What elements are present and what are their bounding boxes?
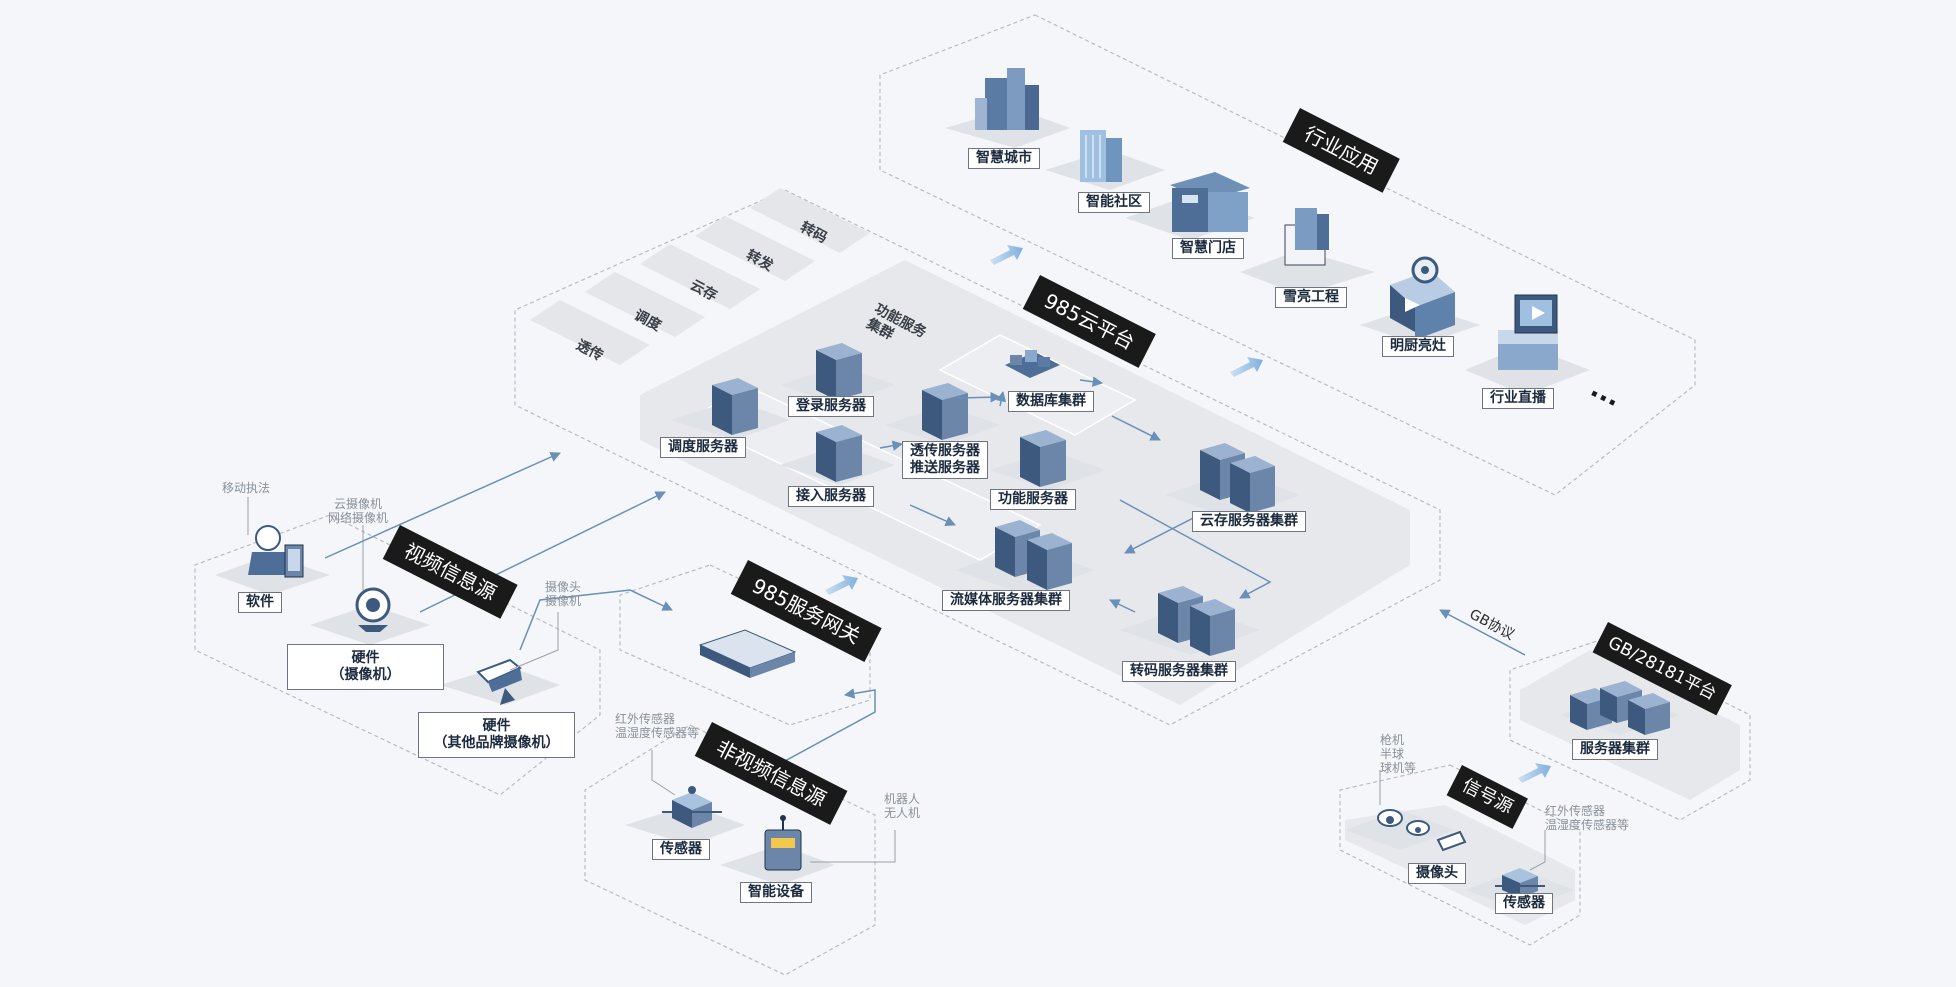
function-server-icon	[1020, 430, 1066, 487]
store-icon	[1170, 172, 1250, 232]
label-nonvideo-sensor: 传感器	[652, 839, 710, 860]
gb-servers-icon	[1570, 681, 1670, 735]
kitchen-screen-icon	[1390, 256, 1455, 340]
signal-region-outline	[1339, 764, 1581, 946]
community-building-icon	[1080, 130, 1122, 182]
note-camera-types: 枪机 半球 球机等	[1380, 733, 1417, 775]
stream-media-servers-icon	[995, 520, 1072, 590]
fat-arrows	[825, 245, 1551, 783]
label-dispatch-server: 调度服务器	[660, 437, 746, 458]
live-laptop-icon	[1498, 294, 1558, 370]
dispatch-server-icon	[712, 378, 758, 435]
note-mobile-enforcement: 移动执法	[222, 481, 271, 495]
bullet-camera-icon	[476, 658, 522, 705]
industry-region-outline	[879, 14, 1696, 496]
access-server-icon	[816, 425, 862, 482]
label-function-server: 功能服务器	[990, 489, 1076, 510]
label-cloud-storage-cluster: 云存服务器集群	[1192, 511, 1306, 532]
software-user-icon	[248, 525, 304, 578]
label-signal-camera: 摄像头	[1408, 863, 1466, 884]
label-hardware-other: 硬件 （其他品牌摄像机）	[418, 712, 575, 758]
note-leader-lines	[247, 497, 1546, 871]
cloud-storage-servers-icon	[1200, 443, 1275, 513]
note-camera-head: 摄像头 摄像机	[545, 580, 582, 608]
sensor-icon	[662, 786, 722, 828]
label-access-server: 接入服务器	[788, 486, 874, 507]
label-smart-device: 智能设备	[740, 882, 812, 903]
city-icon	[975, 68, 1039, 130]
label-signal-sensor: 传感器	[1495, 893, 1553, 914]
label-gb-server-cluster: 服务器集群	[1572, 739, 1658, 760]
label-relay-push-server: 透传服务器 推送服务器	[902, 441, 988, 479]
note-signal-sensor-types: 红外传感器 温湿度传感器等	[1545, 804, 1630, 832]
label-smart-community: 智能社区	[1078, 192, 1150, 213]
nonvideo-region-outline	[584, 724, 876, 976]
label-smart-city: 智慧城市	[968, 148, 1040, 169]
label-transcode-cluster: 转码服务器集群	[1122, 661, 1236, 682]
label-login-server: 登录服务器	[788, 396, 874, 417]
relay-server-icon	[922, 383, 968, 440]
login-server-icon	[816, 343, 862, 400]
server-icons	[712, 343, 1670, 735]
label-hardware-camera: 硬件 （摄像机）	[287, 644, 444, 690]
label-sharp-eyes: 雪亮工程	[1275, 287, 1347, 308]
cloud-region-outline	[514, 189, 1441, 726]
label-smart-store: 智慧门店	[1172, 238, 1244, 259]
note-robot-drone: 机器人 无人机	[884, 792, 921, 820]
label-bright-kitchen: 明厨亮灶	[1382, 336, 1454, 357]
label-stream-media-cluster: 流媒体服务器集群	[942, 590, 1070, 611]
video-region-outline	[194, 514, 601, 796]
cloud-strips	[530, 188, 870, 365]
label-industry-live: 行业直播	[1482, 388, 1554, 409]
label-software: 软件	[238, 592, 282, 613]
dome-cameras-icon	[1377, 809, 1467, 852]
label-db-cluster: 数据库集群	[1008, 391, 1094, 412]
robot-icon	[764, 815, 802, 871]
tower-icon	[1284, 208, 1329, 266]
note-sensor-types: 红外传感器 温湿度传感器等	[615, 712, 700, 740]
webcam-icon	[355, 587, 391, 632]
transcode-servers-icon	[1158, 586, 1235, 656]
gateway-device-icon	[698, 629, 797, 678]
note-cloud-camera: 云摄像机 网络摄像机	[328, 497, 389, 525]
database-icon	[1005, 350, 1060, 378]
signal-sensor-icon	[1495, 868, 1545, 898]
